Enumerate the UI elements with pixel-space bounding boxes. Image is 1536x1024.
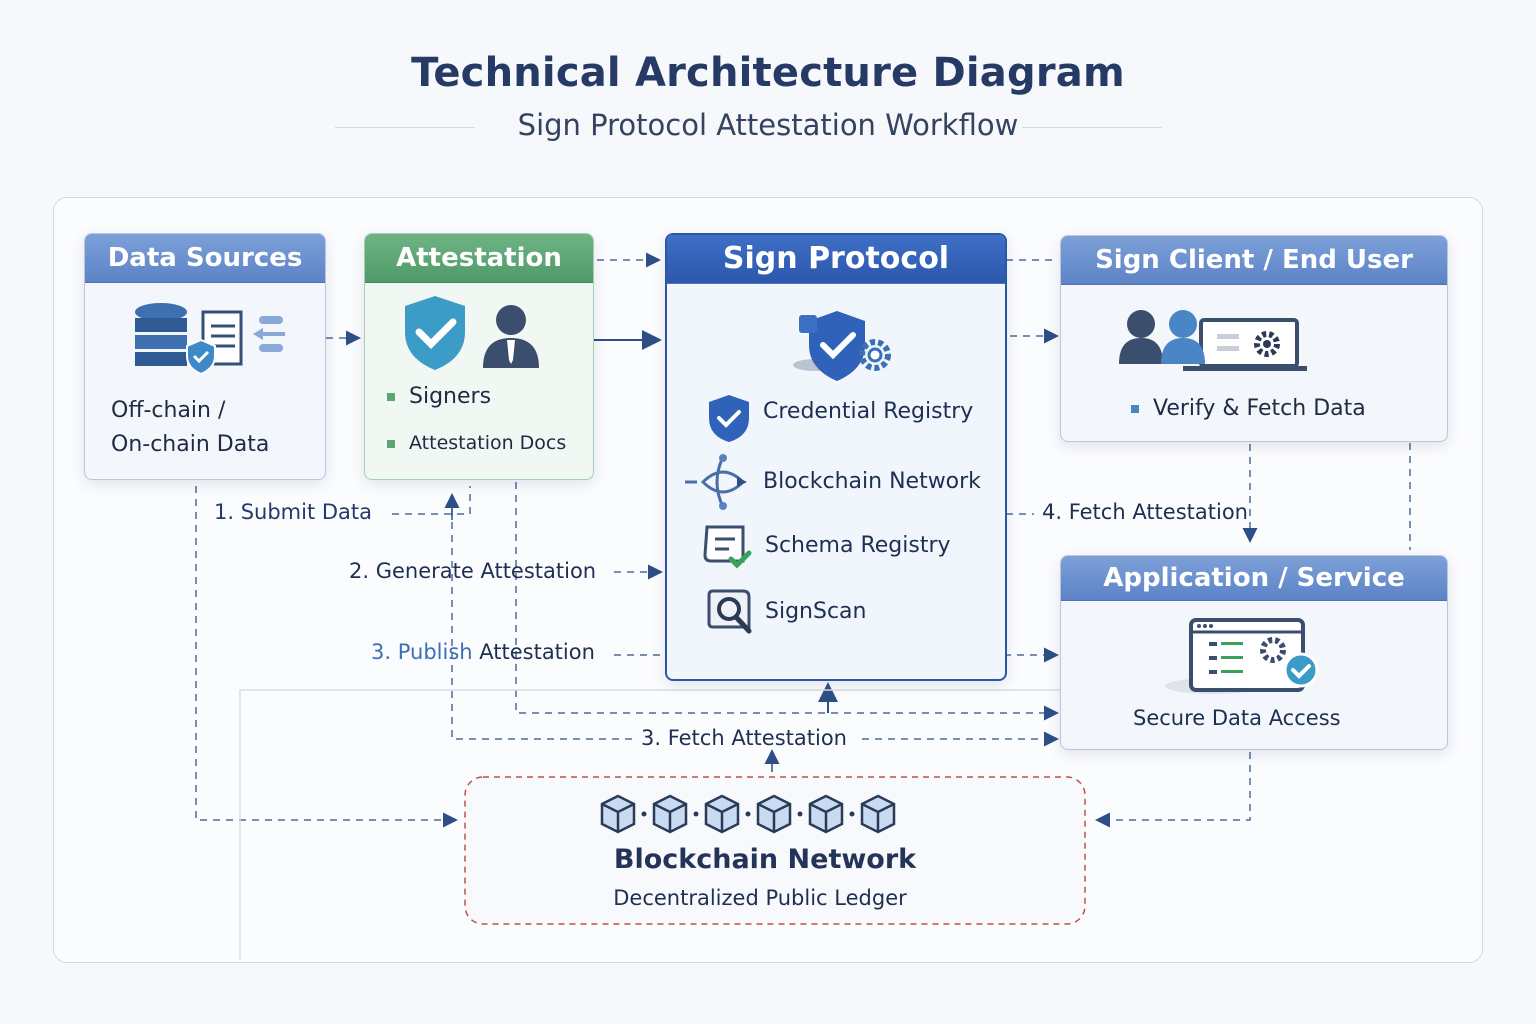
sign-client-item-verify: Verify & Fetch Data <box>1131 396 1366 421</box>
shield-check-gear-icon <box>793 311 891 381</box>
flow-label-fetch-3: 3. Fetch Attestation <box>641 726 847 750</box>
sign-client-header: Sign Client / End User <box>1061 236 1447 285</box>
sign-protocol-header: Sign Protocol <box>667 235 1005 284</box>
attestation-item-signers: Signers <box>387 384 491 409</box>
wire-attestation-down <box>515 482 1059 721</box>
data-sources-line-2: On-chain Data <box>111 432 270 457</box>
flow-label-publish: 3. Publish Attestation <box>371 640 595 664</box>
flow-label-submit: 1. Submit Data <box>214 500 373 524</box>
network-node-icon <box>685 454 747 510</box>
shield-check-icon <box>405 296 539 370</box>
sign-protocol-item-credential: Credential Registry <box>763 399 974 424</box>
wire-client-loop <box>1310 321 1411 550</box>
attestation-item-docs: Attestation Docs <box>387 432 566 454</box>
sign-protocol-box[interactable]: Sign Protocol Credential Registry Blockc… <box>665 233 1007 681</box>
magnifier-icon <box>707 589 752 634</box>
application-caption: Secure Data Access <box>1133 706 1341 730</box>
attestation-box[interactable]: Attestation Signers Attestation Docs <box>364 233 594 480</box>
blockchain-blocks <box>600 794 896 834</box>
subtitle-divider-left <box>335 127 475 128</box>
page-title: Technical Architecture Diagram <box>411 50 1125 96</box>
application-service-box[interactable]: Application / Service Secure Data Access <box>1060 555 1448 750</box>
bullet <box>387 393 395 401</box>
users-icon <box>1119 310 1307 371</box>
bullet <box>387 439 395 448</box>
data-sources-line-1: Off-chain / <box>111 398 226 423</box>
flow-label-generate: 2. Generate Attestation <box>349 559 597 583</box>
ledger-title: Blockchain Network <box>613 844 917 875</box>
page-subtitle: Sign Protocol Attestation Workflow <box>517 108 1019 142</box>
sign-protocol-item-blockchain: Blockchain Network <box>763 469 981 494</box>
schema-document-icon <box>703 525 752 569</box>
sign-protocol-item-signscan: SignScan <box>765 599 867 624</box>
check-badge-icon <box>1283 652 1319 688</box>
wire-submit <box>392 486 471 515</box>
laptop-gear-icon <box>1199 318 1299 368</box>
application-service-header: Application / Service <box>1061 556 1447 601</box>
user-icon <box>496 305 526 335</box>
wire-left-gray <box>239 689 1060 960</box>
browser-window-icon <box>1165 618 1319 694</box>
database-icon <box>135 303 285 376</box>
ledger-subtitle: Decentralized Public Ledger <box>613 886 907 910</box>
attestation-header: Attestation <box>365 234 593 283</box>
subtitle-divider-right <box>1022 127 1162 128</box>
data-sources-box[interactable]: Data Sources Off-chain / On-chain Data <box>84 233 326 480</box>
shield-check-icon <box>709 395 749 442</box>
wire-app-to-ledger <box>1095 752 1251 828</box>
data-sources-header: Data Sources <box>85 234 325 283</box>
gear-icon <box>1260 637 1286 663</box>
wire-fetch3-loop <box>451 496 635 740</box>
sign-protocol-item-schema: Schema Registry <box>765 533 951 558</box>
bullet <box>1131 405 1139 413</box>
sign-client-box[interactable]: Sign Client / End User Verify & Fetch Da… <box>1060 235 1448 442</box>
flow-label-fetch-4: 4. Fetch Attestation <box>1042 500 1248 524</box>
